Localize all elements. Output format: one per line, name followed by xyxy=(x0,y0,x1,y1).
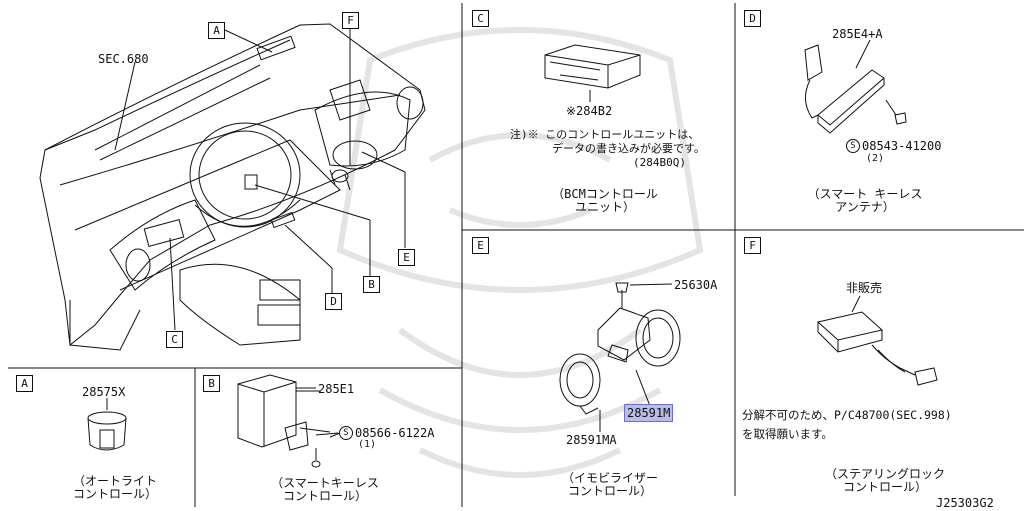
callout-c[interactable]: C xyxy=(166,331,183,348)
bolt-symbol-s: S xyxy=(339,426,353,440)
panel-d-caption-line1: （スマート キーレス xyxy=(807,187,923,201)
panel-f-note-line1: 分解不可のため、P/C48700(SEC.998) xyxy=(742,408,952,422)
callout-leaders xyxy=(114,26,406,331)
panel-a-caption-line1: （オートライト xyxy=(72,474,157,488)
panel-a-caption-line2: コントロール） xyxy=(72,487,157,501)
panel-c-note-line1: 注)※ このコントロールユニットは、 xyxy=(510,128,700,141)
part-285e1-drawing xyxy=(237,374,341,468)
part-number-28591m-highlighted[interactable]: 28591M xyxy=(624,404,674,422)
panel-f-note-line2: を取得願います。 xyxy=(742,427,833,441)
callout-e[interactable]: E xyxy=(398,249,415,266)
bolt-qty-b: (1) xyxy=(358,439,377,450)
part-immobilizer-drawing xyxy=(559,282,681,432)
dashboard-illustration xyxy=(39,23,426,351)
panel-frame xyxy=(8,3,1024,507)
diagram-id: J25303G2 xyxy=(936,496,994,510)
panel-e-caption-line1: （イモビライザー xyxy=(561,471,658,485)
panel-c-caption-line2: ユニット） xyxy=(574,200,635,214)
panel-e-letter: E xyxy=(472,237,489,254)
panel-f-caption: （ステアリングロック コントロール） xyxy=(805,468,965,494)
panel-f-caption-line2: コントロール） xyxy=(842,480,927,494)
panel-b-caption: （スマートキーレス コントロール） xyxy=(250,477,400,503)
panel-c-caption-line1: （BCMコントロール xyxy=(552,187,658,201)
callout-a[interactable]: A xyxy=(208,22,225,39)
part-number-bolt-b[interactable]: 08566-6122A xyxy=(355,426,435,440)
part-number-285e4a[interactable]: 285E4+A xyxy=(832,27,883,41)
part-285e4a-drawing xyxy=(804,39,907,134)
part-number-28591ma[interactable]: 28591MA xyxy=(566,433,617,447)
bolt-symbol-s-d: S xyxy=(846,139,860,153)
panel-b-letter: B xyxy=(203,375,220,392)
callout-f[interactable]: F xyxy=(342,12,359,29)
panel-d-caption: （スマート キーレス アンテナ） xyxy=(790,188,940,214)
part-number-bolt-d[interactable]: 08543-41200 xyxy=(862,139,942,153)
panel-c-note-line2: データの書き込みが必要です。 xyxy=(552,142,705,155)
panel-c-caption: （BCMコントロール ユニット） xyxy=(535,188,675,214)
part-28575x-drawing xyxy=(87,398,127,451)
watermark-emblem xyxy=(336,27,704,478)
panel-e-caption: （イモビライザー コントロール） xyxy=(535,472,685,498)
part-number-28575x[interactable]: 28575X xyxy=(82,385,126,399)
callout-d[interactable]: D xyxy=(325,293,342,310)
part-steering-lock-drawing xyxy=(816,295,938,386)
panel-c-note-line3: (284B0Q) xyxy=(633,156,686,169)
not-sold-label: 非販売 xyxy=(846,281,883,295)
callout-b[interactable]: B xyxy=(363,276,380,293)
part-284b2-drawing xyxy=(544,44,641,102)
bolt-qty-d: (2) xyxy=(866,153,885,164)
panel-a-letter: A xyxy=(16,375,33,392)
panel-e-caption-line2: コントロール） xyxy=(567,484,652,498)
part-number-284b2[interactable]: ※284B2 xyxy=(566,104,613,118)
panel-d-caption-line2: アンテナ） xyxy=(835,200,895,214)
panel-f-caption-line1: （ステアリングロック xyxy=(824,467,945,481)
panel-f-letter: F xyxy=(744,237,761,254)
part-label-leaders xyxy=(296,387,339,436)
panel-b-caption-line2: コントロール） xyxy=(282,489,367,503)
panel-a-caption: （オートライト コントロール） xyxy=(55,475,175,501)
part-number-285e1[interactable]: 285E1 xyxy=(318,382,355,396)
panel-d-letter: D xyxy=(744,10,761,27)
sec-label: SEC.680 xyxy=(98,52,149,66)
panel-b-caption-line1: （スマートキーレス xyxy=(271,476,379,490)
panel-c-letter: C xyxy=(472,10,489,27)
part-number-25630a[interactable]: 25630A xyxy=(674,278,718,292)
